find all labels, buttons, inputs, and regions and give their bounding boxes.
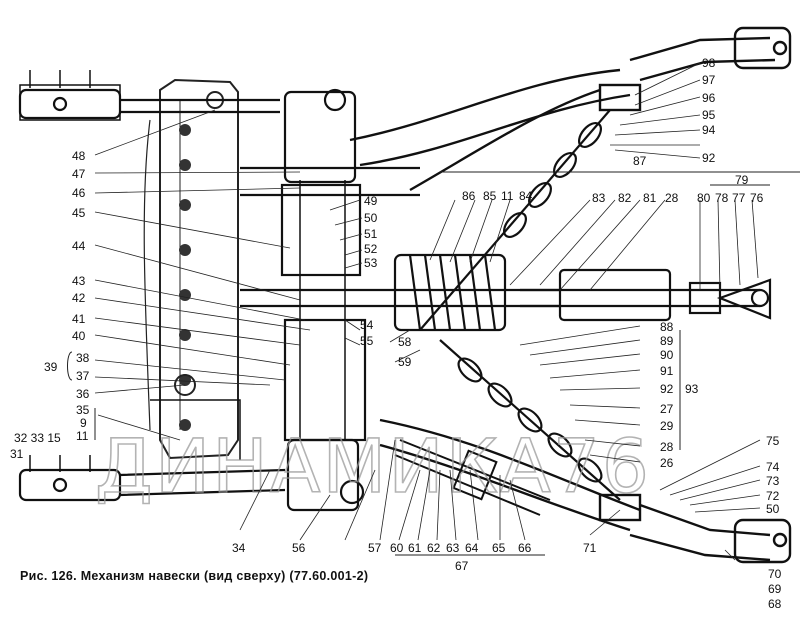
- callout: 97: [702, 73, 716, 87]
- callout: 64: [465, 541, 479, 555]
- callout: 62: [427, 541, 441, 555]
- callout: 37: [76, 369, 90, 383]
- callout: 26: [660, 456, 674, 470]
- callout: 45: [72, 206, 86, 220]
- callout: 49: [364, 194, 378, 208]
- callout: 94: [702, 123, 716, 137]
- callout: 54: [360, 318, 374, 332]
- callout: 50: [364, 211, 378, 225]
- callout: 36: [76, 387, 90, 401]
- callout: 86: [462, 189, 476, 203]
- callout: 44: [72, 239, 86, 253]
- upper-left-link: [20, 70, 280, 120]
- callout: 61: [408, 541, 422, 555]
- callout: 72: [766, 489, 780, 503]
- callout: 55: [360, 334, 374, 348]
- callout: 40: [72, 329, 86, 343]
- callout: 27: [660, 402, 674, 416]
- callout: 78: [715, 191, 729, 205]
- callout: 28: [660, 440, 674, 454]
- callout: 69: [768, 582, 782, 596]
- callout: 95: [702, 108, 716, 122]
- callout: 90: [660, 348, 674, 362]
- callout: 98: [702, 56, 716, 70]
- callout: 32 33 15: [14, 431, 61, 445]
- callout: 81: [643, 191, 657, 205]
- callout: 58: [398, 335, 412, 349]
- callout: 65: [492, 541, 506, 555]
- callout: 46: [72, 186, 86, 200]
- callout: 82: [618, 191, 632, 205]
- callout: 9: [80, 416, 87, 430]
- callout: 38: [76, 351, 90, 365]
- callout: 60: [390, 541, 404, 555]
- callout: 89: [660, 334, 674, 348]
- callout: 83: [592, 191, 606, 205]
- callout: 77: [732, 191, 746, 205]
- callout: 66: [518, 541, 532, 555]
- upper-right-arm: [350, 28, 790, 190]
- callout: 93: [685, 382, 699, 396]
- housing-bolts: [175, 92, 223, 431]
- callout: 53: [364, 256, 378, 270]
- callout: 73: [766, 474, 780, 488]
- callout: 87: [633, 154, 647, 168]
- callout: 28: [665, 191, 679, 205]
- callout: 70: [768, 567, 782, 581]
- callout: 11: [76, 429, 89, 443]
- callout: 34: [232, 541, 246, 555]
- callout: 76: [750, 191, 764, 205]
- spring-assembly: [395, 255, 505, 330]
- figure-caption: Рис. 126. Механизм навески (вид сверху) …: [20, 569, 368, 583]
- callout: 91: [660, 364, 674, 378]
- callout: 75: [766, 434, 780, 448]
- callout: 92: [660, 382, 674, 396]
- callout: 71: [583, 541, 597, 555]
- callout: 79: [735, 173, 749, 187]
- callout: 43: [72, 274, 86, 288]
- callout: 84: [519, 189, 533, 203]
- callout: 29: [660, 419, 674, 433]
- callout: 39: [44, 360, 58, 374]
- callout: 41: [72, 312, 86, 326]
- rear-housing: [144, 80, 238, 458]
- callout: 48: [72, 149, 86, 163]
- callout: 47: [72, 167, 86, 181]
- top-link: [520, 270, 770, 320]
- callout: 31: [10, 447, 24, 461]
- callout: 59: [398, 355, 412, 369]
- callout: 96: [702, 91, 716, 105]
- watermark: ДИНАМИКА76: [95, 424, 651, 510]
- callout: 67: [455, 559, 469, 573]
- callout: 85: [483, 189, 497, 203]
- callout: 11: [501, 189, 514, 203]
- callout: 35: [76, 403, 90, 417]
- callout: 50: [766, 502, 780, 516]
- callout: 74: [766, 460, 780, 474]
- callout: 63: [446, 541, 460, 555]
- callout: 92: [702, 151, 716, 165]
- callout-labels: 48 47 46 45 44 43 42 41 40 39 38 37 36 3…: [10, 56, 782, 611]
- callout: 52: [364, 242, 378, 256]
- upper-chain: [420, 110, 610, 330]
- callout: 57: [368, 541, 382, 555]
- callout: 56: [292, 541, 306, 555]
- callout: 51: [364, 227, 378, 241]
- callout: 68: [768, 597, 782, 611]
- callout: 42: [72, 291, 86, 305]
- callout: 80: [697, 191, 711, 205]
- callout: 88: [660, 320, 674, 334]
